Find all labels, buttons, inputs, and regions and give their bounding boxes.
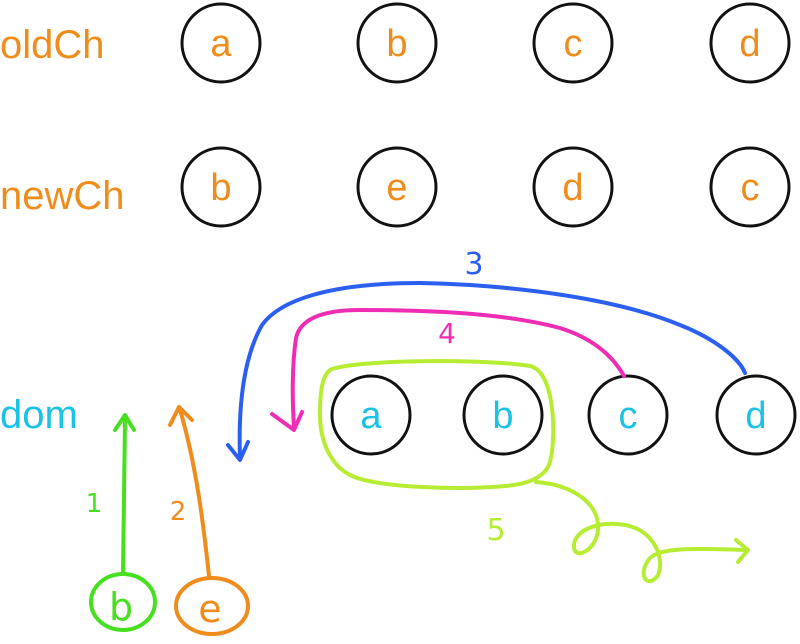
inserted-node-e-letter: e bbox=[198, 587, 221, 631]
step-4-arrow-line bbox=[290, 307, 626, 430]
old-children-label: oldCh bbox=[0, 23, 105, 67]
old-node-a-circle bbox=[180, 2, 262, 84]
step-1-label: 1 bbox=[86, 489, 103, 519]
new-node-b-circle bbox=[180, 146, 262, 228]
step-2-arrow-line bbox=[178, 408, 211, 578]
step-3-label: 3 bbox=[464, 247, 483, 282]
old-node-c-circle bbox=[532, 2, 614, 84]
dom-row: a b c d bbox=[330, 374, 797, 456]
old-node-d-letter: d bbox=[739, 23, 760, 65]
new-children-row: b e d c bbox=[180, 146, 791, 228]
step-4-arrowhead bbox=[270, 410, 304, 432]
dom-label: dom bbox=[0, 393, 78, 437]
step-2-arrowhead bbox=[168, 405, 194, 427]
step-5-squiggle-line bbox=[534, 480, 747, 584]
old-node-b-letter: b bbox=[386, 23, 407, 65]
step-3-arrow-line bbox=[237, 280, 747, 460]
new-node-c-letter: c bbox=[741, 167, 760, 209]
step-1-arrow-line bbox=[121, 416, 127, 576]
old-node-b-circle bbox=[356, 2, 438, 84]
step-1-insert-b-arrow: 1 b bbox=[86, 413, 157, 632]
inserted-node-b-letter: b bbox=[109, 585, 133, 629]
step-2-label: 2 bbox=[170, 497, 187, 527]
step-4-move-c-arrow: 4 bbox=[270, 307, 626, 432]
step-5-label: 5 bbox=[486, 513, 505, 548]
dom-node-d-circle bbox=[715, 374, 797, 456]
step-5-arrowhead bbox=[734, 538, 750, 564]
new-node-e-letter: e bbox=[386, 167, 407, 209]
old-node-a-letter: a bbox=[210, 23, 232, 65]
new-node-b-letter: b bbox=[210, 167, 231, 209]
new-node-d-circle bbox=[532, 146, 614, 228]
dom-node-b-circle bbox=[462, 374, 544, 456]
new-node-e-circle bbox=[356, 146, 438, 228]
new-children-label: newCh bbox=[0, 174, 125, 218]
step-1-arrowhead bbox=[113, 413, 136, 432]
step-5-group-outline bbox=[318, 359, 556, 490]
dom-node-a-circle bbox=[330, 374, 412, 456]
step-3-move-d-arrow: 3 bbox=[226, 247, 747, 462]
old-children-row: a b c d bbox=[180, 2, 791, 84]
old-node-d-circle bbox=[709, 2, 791, 84]
new-node-d-letter: d bbox=[562, 167, 583, 209]
dom-node-c-letter: c bbox=[619, 395, 638, 437]
old-node-c-letter: c bbox=[564, 23, 583, 65]
step-4-label: 4 bbox=[438, 317, 456, 350]
dom-node-d-letter: d bbox=[745, 395, 766, 437]
dom-node-a-letter: a bbox=[360, 395, 382, 437]
new-node-c-circle bbox=[709, 146, 791, 228]
inserted-node-e-circle bbox=[174, 576, 250, 636]
dom-node-c-circle bbox=[587, 374, 669, 456]
step-5-remove-arrow: 5 bbox=[318, 359, 750, 584]
step-3-arrowhead bbox=[226, 440, 250, 462]
step-2-insert-e-arrow: 2 e bbox=[168, 405, 250, 636]
inserted-node-b-circle bbox=[89, 572, 157, 632]
dom-node-b-letter: b bbox=[492, 395, 513, 437]
